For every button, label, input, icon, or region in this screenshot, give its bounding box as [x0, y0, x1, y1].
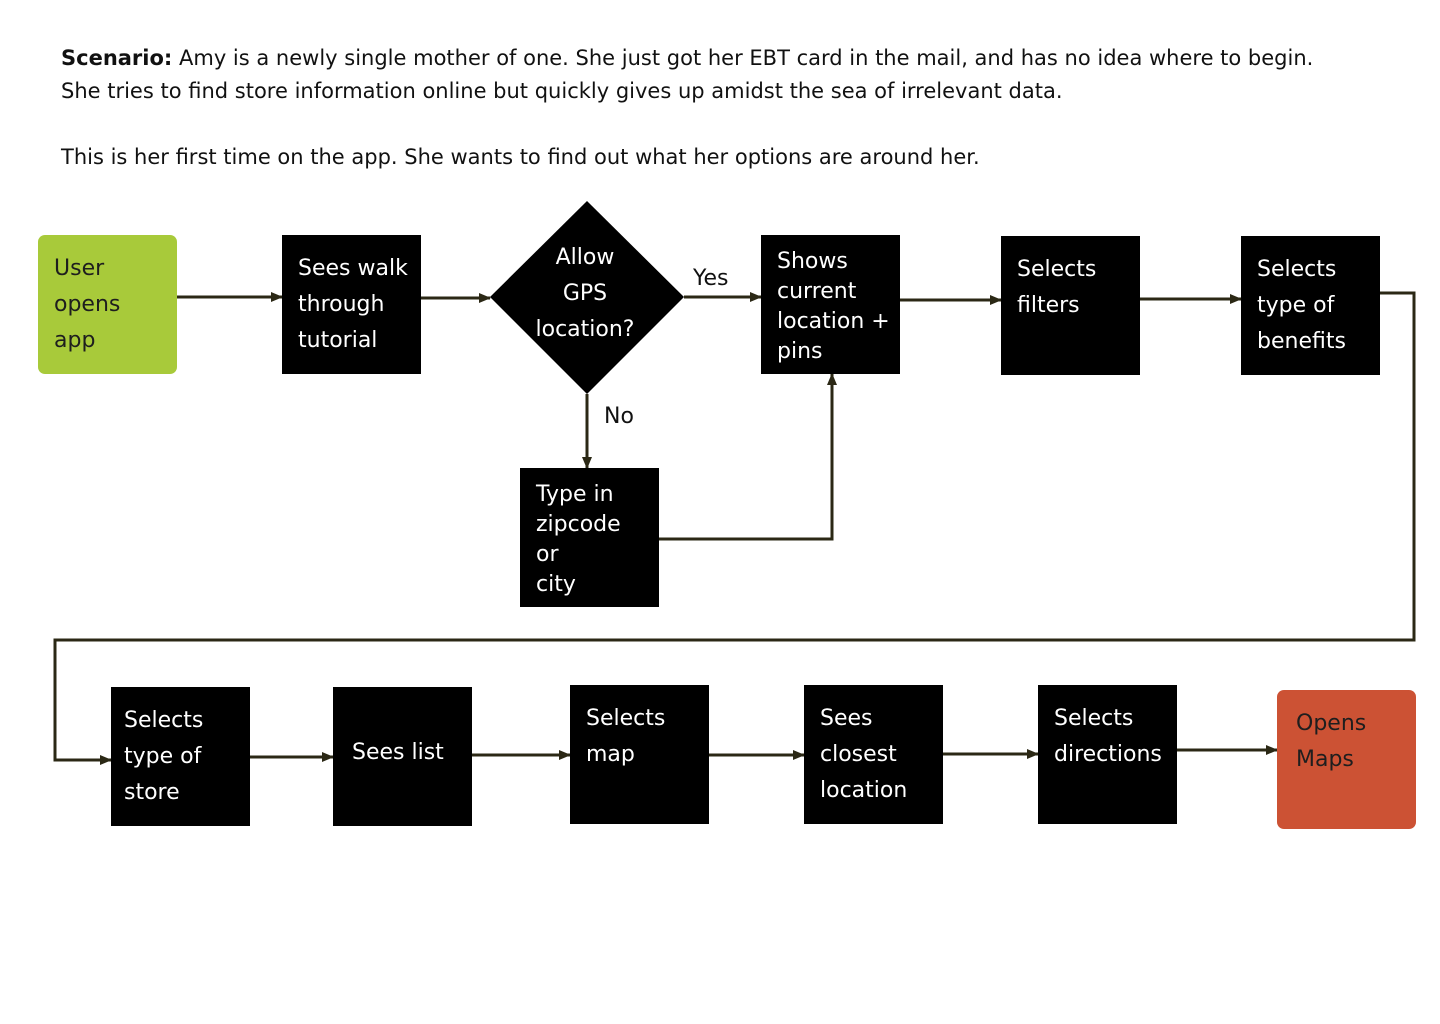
decision-allow-gps: Allow GPS location? — [535, 245, 635, 342]
node-opens-maps: Opens Maps — [1277, 690, 1416, 829]
node-selects-store: Selects type of store — [111, 687, 250, 826]
scenario-text: Scenario: Amy is a newly single mother o… — [61, 42, 1381, 174]
node-shows-location: Shows current location + pins — [761, 235, 900, 374]
decision-diamond — [490, 201, 684, 394]
node-selects-benefits: Selects type of benefits — [1241, 236, 1380, 375]
scenario-line-2: She tries to find store information onli… — [61, 79, 1063, 103]
node-sees-closest: Sees closest location — [804, 685, 943, 824]
arrow-benefits-to-store — [53, 291, 1416, 765]
edge-label-yes: Yes — [693, 266, 729, 291]
node-sees-list: Sees list — [333, 687, 472, 826]
scenario-line-1: Scenario: Amy is a newly single mother o… — [61, 42, 1381, 75]
arrow-zipcode-to-location — [659, 373, 837, 541]
edge-label-no: No — [604, 404, 634, 429]
scenario-line-3: This is her first time on the app. She w… — [61, 145, 980, 169]
node-selects-filters: Selects filters — [1001, 236, 1140, 375]
scenario-line-1-text: Amy is a newly single mother of one. She… — [172, 46, 1314, 70]
node-type-zipcode: Type in zipcode or city — [520, 468, 659, 607]
node-sees-walkthrough: Sees walk through tutorial — [282, 235, 421, 374]
scenario-label: Scenario: — [61, 46, 173, 70]
node-selects-directions: Selects directions — [1038, 685, 1177, 824]
node-user-opens-app: User opens app — [38, 235, 177, 374]
node-selects-map: Selects map — [570, 685, 709, 824]
